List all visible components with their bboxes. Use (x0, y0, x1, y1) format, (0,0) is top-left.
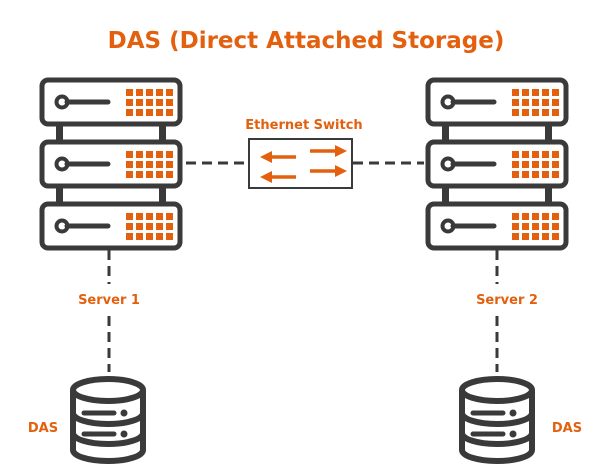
server-rack-icon (42, 80, 180, 248)
server-1-label: Server 1 (78, 293, 140, 308)
switch-label: Ethernet Switch (245, 118, 362, 133)
diagram-title: DAS (Direct Attached Storage) (108, 28, 505, 54)
storage-1-label: DAS (28, 421, 58, 436)
connection-lines (107, 161, 499, 372)
server-2-label: Server 2 (476, 293, 538, 308)
ethernet-switch-icon (248, 138, 353, 189)
database-icon (73, 379, 143, 461)
database-icon (462, 379, 532, 461)
storage-2-label: DAS (552, 421, 582, 436)
server-rack-icon (428, 80, 566, 248)
